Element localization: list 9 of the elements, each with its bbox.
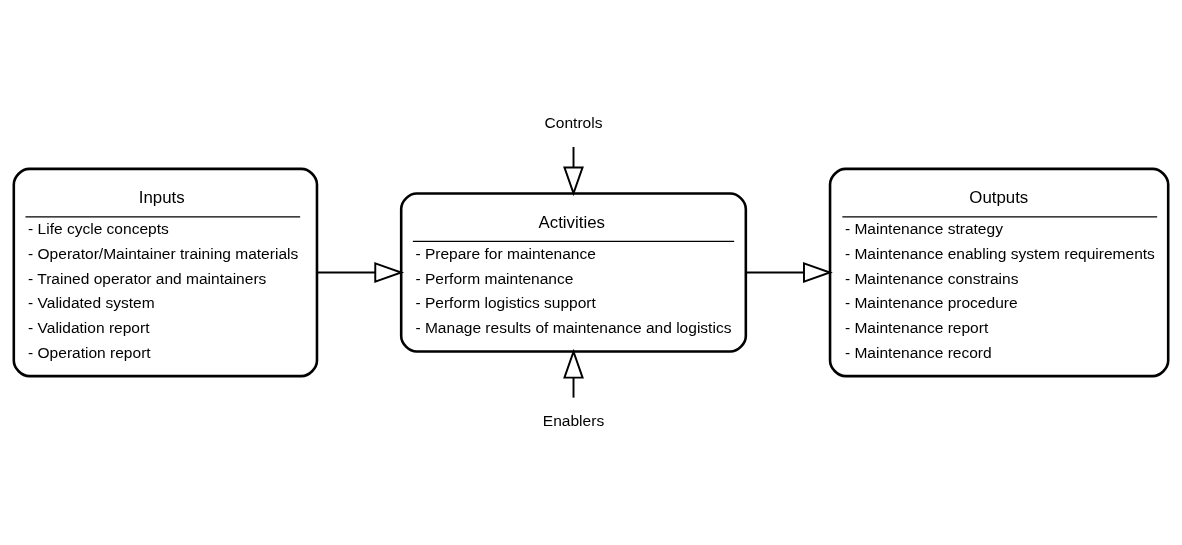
node-text: Enablers: [542, 411, 605, 429]
node-box: Outputs - Maintenance strategy - Maintenance enabling system requirements - Maintenance constrains - Maintenance procedure - Maintenance report - Maintenance record: [828, 167, 1170, 378]
node-text: Controls: [544, 113, 603, 131]
node-box: Activities - Prepare for maintenance - Perform maintenance - Perform logistics support - Manage results of maintenance and logistics: [399, 192, 748, 353]
arrow: [745, 262, 833, 283]
arrow: [316, 262, 405, 283]
arrow: [563, 146, 584, 197]
arrow: [563, 348, 584, 399]
node-box: Inputs - Life cycle concepts - Operator/Maintainer training materials - Trained operator and maintainers - Validated system - Validation report - Operation report: [12, 167, 319, 378]
